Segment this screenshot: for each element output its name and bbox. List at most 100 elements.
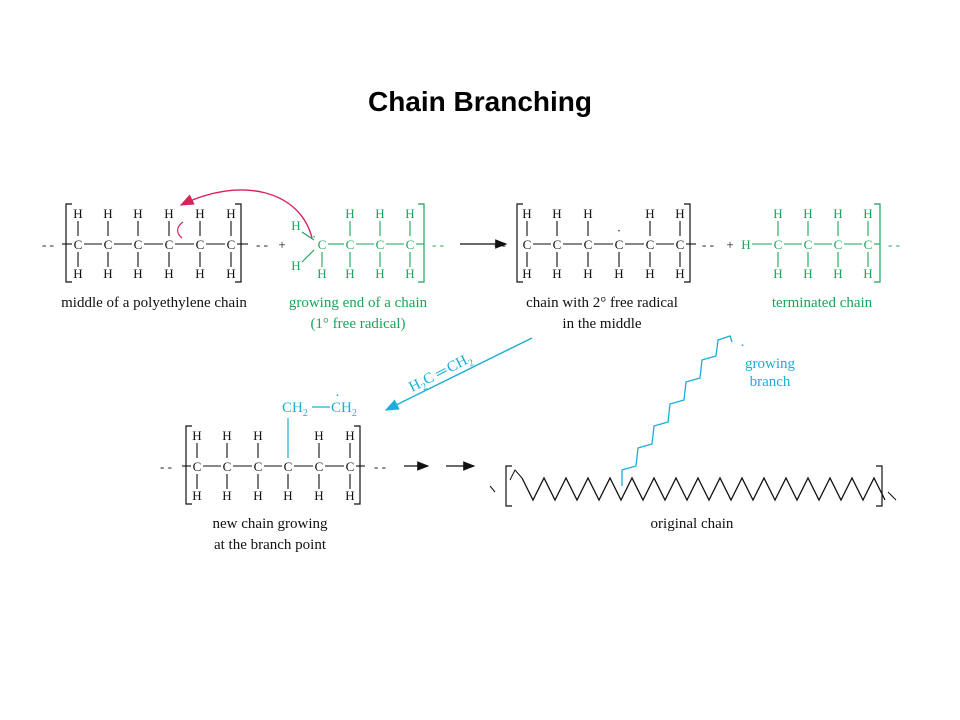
- chain1-carbon: C: [227, 237, 236, 252]
- chain3-carbon: C: [646, 237, 655, 252]
- chain5-carbon: C: [254, 459, 263, 474]
- chain3-hydrogen: H: [583, 266, 592, 281]
- radical-chain-hydrogen: H: [375, 206, 384, 221]
- chain1-hydrogen: H: [73, 266, 82, 281]
- chain3-hydrogen: H: [614, 266, 623, 281]
- chain3-carbon: C: [676, 237, 685, 252]
- chain5-hydrogen: H: [253, 488, 262, 503]
- growing-branch-zigzag: [621, 335, 733, 486]
- chain5-carbon: C: [315, 459, 324, 474]
- branch-group-label: CH2 CH2 ·: [282, 388, 357, 458]
- radical-hydrogen: H: [291, 258, 300, 273]
- chain5-hydrogen: H: [253, 428, 262, 443]
- caption-growing-end: growing end of a chain: [289, 295, 428, 311]
- chain1-hydrogen: H: [226, 206, 235, 221]
- monomer-ethylene-label: H2C═CH2: [407, 350, 477, 398]
- chain3-hydrogen: H: [583, 206, 592, 221]
- terminated-chain-hydrogen: H: [833, 266, 842, 281]
- chain3-hydrogen: H: [675, 266, 684, 281]
- chain1-right-bracket: [235, 203, 242, 283]
- caption-growing-end-note: (1° free radical): [310, 316, 405, 332]
- plus-sign-1: +: [278, 237, 285, 252]
- svg-text:·: ·: [335, 388, 340, 404]
- red-hydrogen-arrow: [179, 189, 313, 239]
- radical-chain-hydrogen: H: [317, 266, 326, 281]
- terminated-chain-carbon: C: [864, 237, 873, 252]
- chain3-hydrogen: H: [675, 206, 684, 221]
- terminated-hydrogen: H: [741, 237, 750, 252]
- chain5-left-bracket: [185, 425, 192, 505]
- radical-chain-carbon: C: [406, 237, 415, 252]
- radical-bond: [301, 249, 315, 263]
- chain3-hydrogen: H: [552, 266, 561, 281]
- chain5-dangling-bond: - -: [160, 459, 172, 474]
- terminated-right-bracket: [874, 203, 881, 283]
- radical-right-bracket: [418, 203, 425, 283]
- chain3-carbon: C: [523, 237, 532, 252]
- chain1-dangling-bond: - -: [42, 237, 54, 252]
- chain3-hydrogen: H: [645, 206, 654, 221]
- caption-growing-branch-note: branch: [750, 374, 791, 390]
- chain1-hydrogen: H: [164, 206, 173, 221]
- terminated-chain-hydrogen: H: [833, 206, 842, 221]
- chain3-carbon: C: [615, 237, 624, 252]
- chain3-carbon: C: [584, 237, 593, 252]
- chain3-right-bracket: [684, 203, 691, 283]
- caption-new-chain-note: at the branch point: [214, 537, 327, 553]
- caption-new-chain: new chain growing: [213, 516, 328, 532]
- terminated-chain-hydrogen: H: [773, 266, 782, 281]
- growing-branch-radical: ·: [740, 338, 745, 354]
- chain3-dangling-bond: - -: [702, 237, 714, 252]
- chain3-radical-dot: ·: [617, 223, 621, 238]
- terminated-chain-hydrogen: H: [863, 206, 872, 221]
- terminated-chain-hydrogen: H: [773, 206, 782, 221]
- red-electron-hook: [177, 221, 184, 239]
- chain3-hydrogen: H: [522, 206, 531, 221]
- chain5-hydrogen: H: [192, 488, 201, 503]
- chain1-dangling-bond: - -: [256, 237, 268, 252]
- radical-chain-hydrogen: H: [405, 206, 414, 221]
- chain1-hydrogen: H: [73, 206, 82, 221]
- radical-chain-carbon: C: [346, 237, 355, 252]
- caption-radical-chain-note: in the middle: [562, 316, 641, 332]
- chain3-hydrogen: H: [552, 206, 561, 221]
- chain5-hydrogen: H: [345, 428, 354, 443]
- chain1-carbon: C: [165, 237, 174, 252]
- chain1-hydrogen: H: [103, 206, 112, 221]
- chain1-carbon: C: [74, 237, 83, 252]
- chain1-carbon: C: [196, 237, 205, 252]
- radical-dot: ·: [312, 229, 316, 244]
- chain3-left-bracket: [516, 203, 523, 283]
- chain1-carbon: C: [134, 237, 143, 252]
- terminated-chain-hydrogen: H: [863, 266, 872, 281]
- chain5-hydrogen: H: [222, 488, 231, 503]
- radical-hydrogen: H: [291, 218, 300, 233]
- chain5-carbon: C: [193, 459, 202, 474]
- chain3-dangling-bond: - -: [494, 237, 506, 252]
- caption-growing-branch: growing: [745, 356, 795, 372]
- chain1-hydrogen: H: [195, 266, 204, 281]
- terminated-chain-hydrogen: H: [803, 206, 812, 221]
- caption-middle-chain: middle of a polyethylene chain: [61, 295, 247, 311]
- svg-text:H2C═CH2: H2C═CH2: [407, 350, 477, 398]
- chain5-hydrogen: H: [314, 488, 323, 503]
- radical-dangling-bond: - -: [432, 237, 444, 252]
- radical-bond: [301, 231, 315, 241]
- svg-text:CH2: CH2: [282, 400, 308, 419]
- cyan-monomer-arrow: [384, 337, 533, 411]
- terminated-dangling-bond: - -: [888, 237, 900, 252]
- chain3-hydrogen: H: [522, 266, 531, 281]
- terminated-chain-hydrogen: H: [803, 266, 812, 281]
- slide-title: Chain Branching: [367, 86, 592, 117]
- chain1-hydrogen: H: [103, 266, 112, 281]
- plus-sign-2: +: [726, 237, 733, 252]
- caption-original-chain: original chain: [651, 516, 734, 532]
- terminated-chain-carbon: C: [774, 237, 783, 252]
- chain5-hydrogen: H: [192, 428, 201, 443]
- chain5-hydrogen: H: [314, 428, 323, 443]
- chain5-carbon: C: [284, 459, 293, 474]
- caption-terminated: terminated chain: [772, 295, 873, 311]
- terminated-chain-carbon: C: [804, 237, 813, 252]
- svg-text:CH2: CH2: [331, 400, 357, 419]
- radical-chain-carbon: C: [318, 237, 327, 252]
